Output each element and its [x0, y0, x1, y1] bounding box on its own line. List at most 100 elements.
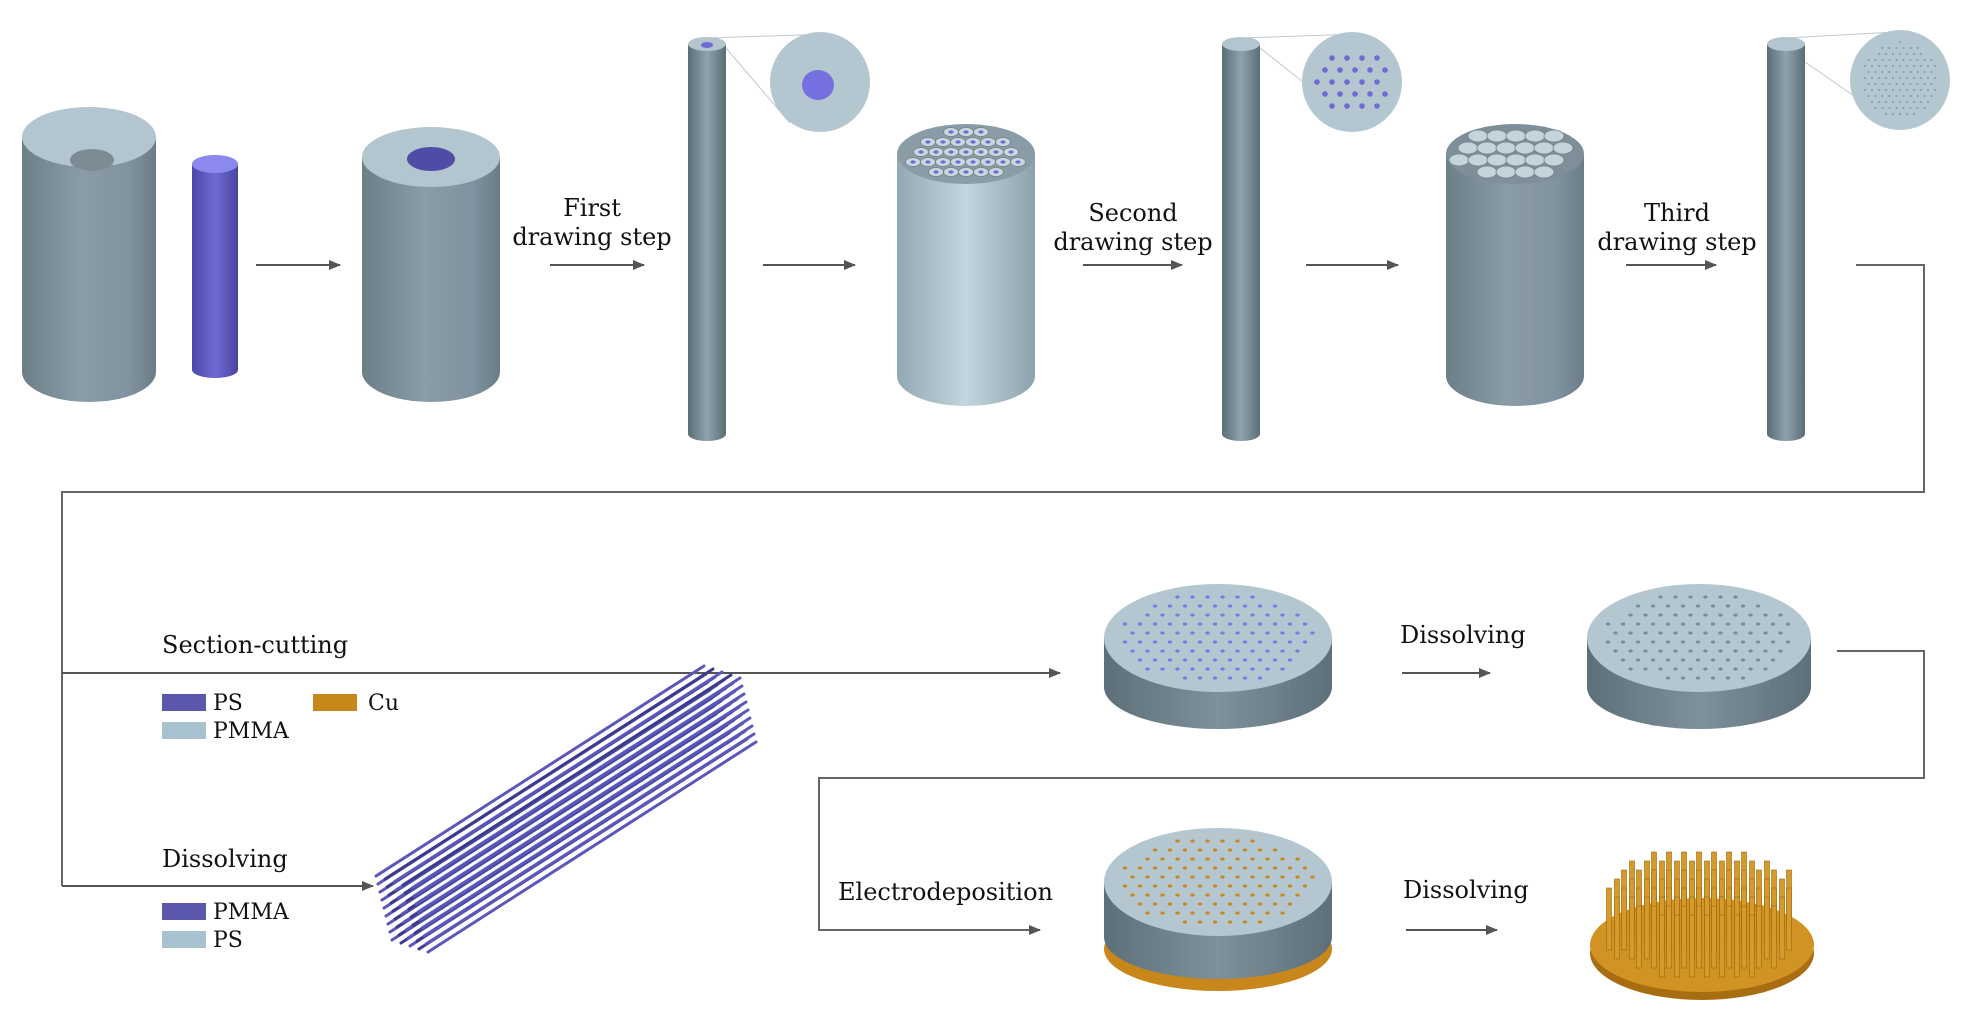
ps-dot — [1250, 631, 1255, 635]
cu-dot — [1257, 902, 1263, 906]
ps-dot — [1212, 604, 1218, 608]
cu-dot — [1265, 893, 1270, 897]
ps-dot — [1280, 649, 1285, 653]
pore-dot — [1605, 640, 1611, 644]
ps-dot — [1265, 613, 1270, 617]
ps-dot — [1874, 106, 1877, 110]
pore-dot — [1650, 640, 1656, 644]
cu-dot — [1190, 839, 1195, 843]
ps-dot — [1909, 82, 1912, 86]
ps-dot — [1130, 649, 1135, 653]
cu-dot — [1205, 839, 1210, 843]
ps-dot — [1220, 667, 1225, 671]
ps-dot — [1926, 100, 1930, 104]
bundle-rod-end — [1524, 129, 1546, 143]
ps-dot — [1902, 70, 1905, 74]
pore-dot — [1748, 667, 1753, 671]
cu-dot — [1212, 884, 1218, 888]
ps-core-dot — [925, 160, 931, 164]
cu-dot — [1242, 848, 1248, 852]
cu-dot — [1295, 857, 1300, 861]
pore-dot — [1725, 604, 1731, 608]
pore-dot — [1665, 640, 1671, 644]
ps-dot — [1175, 649, 1180, 653]
bundle-rod-end — [1533, 141, 1555, 155]
pore-dot — [1710, 640, 1716, 644]
pore-dot — [1740, 676, 1746, 680]
ps-dot — [1895, 46, 1898, 50]
ps-dot — [1190, 595, 1195, 599]
ps-dot — [1905, 112, 1909, 116]
bundle-rod-end — [1524, 153, 1546, 167]
cu-dot — [1242, 866, 1248, 870]
pore-dot — [1725, 676, 1731, 680]
ps-fiber — [422, 724, 754, 938]
cu-dot — [1302, 884, 1308, 888]
ps-dot — [1302, 622, 1308, 626]
ps-dot — [1898, 40, 1902, 44]
cu-nanowire — [1704, 914, 1710, 978]
ps-fiber-bundle — [374, 664, 758, 954]
cu-dot — [1272, 848, 1278, 852]
ps-core-dot — [948, 150, 954, 154]
ps-dot — [1182, 658, 1188, 662]
ps-dot — [1175, 667, 1180, 671]
cu-dot — [1280, 911, 1285, 915]
bundle-rod-end — [1457, 141, 1479, 155]
ps-dot — [1145, 631, 1150, 635]
cu-dot — [1190, 857, 1195, 861]
legend2-swatch-pmma — [162, 903, 206, 920]
cu-dot — [1160, 857, 1165, 861]
bundle-rod-end — [1476, 165, 1498, 179]
pore-dot — [1680, 604, 1686, 608]
pore-dot — [1718, 595, 1723, 599]
ps-core-dot — [993, 150, 999, 154]
ps-fiber — [424, 732, 756, 946]
ps-dot — [1923, 58, 1926, 62]
ps-dot — [1197, 676, 1203, 680]
pore-dot — [1635, 604, 1641, 608]
cu-dot — [1190, 893, 1195, 897]
cu-dot — [1287, 866, 1293, 870]
cu-dot — [1220, 875, 1225, 879]
pore-dot — [1778, 631, 1783, 635]
cu-nanowire — [1651, 905, 1657, 969]
pore-dot — [1740, 622, 1746, 626]
ps-dot — [1891, 112, 1895, 116]
ps-dot — [1912, 52, 1916, 56]
ps-dot — [1916, 82, 1919, 86]
cu-nanowire — [1629, 896, 1635, 960]
cu-dot — [1145, 911, 1150, 915]
ps-dot — [1242, 640, 1248, 644]
ps-core-dot — [963, 130, 969, 134]
ps-dot — [1891, 64, 1895, 68]
cu-dot — [1122, 866, 1128, 870]
ps-dot — [1898, 100, 1902, 104]
cu-dot — [1175, 839, 1180, 843]
ps-dot — [1895, 70, 1898, 74]
ps-dot — [1152, 622, 1158, 626]
ps-dot — [1895, 58, 1898, 62]
ps-dot — [1891, 88, 1895, 92]
bundle-rod-end — [1505, 153, 1527, 167]
ps-dot — [1295, 613, 1300, 617]
bundle-rod-end — [1505, 129, 1527, 143]
ps-dot — [1167, 658, 1173, 662]
ps-dot — [1898, 112, 1902, 116]
bundle-rod-end — [1486, 153, 1508, 167]
pore-dot — [1620, 622, 1626, 626]
ps-dot — [1930, 58, 1933, 62]
ps-dot — [1235, 613, 1240, 617]
ps-fiber — [392, 670, 724, 884]
ps-dot — [1182, 676, 1188, 680]
ps-dot — [1884, 100, 1888, 104]
pore-dot — [1643, 631, 1648, 635]
pore-dot — [1755, 658, 1761, 662]
ps-dot — [1867, 94, 1870, 98]
ps-dot — [1257, 676, 1263, 680]
cu-dot — [1227, 884, 1233, 888]
pore-dot — [1695, 622, 1701, 626]
label-dissolving-1: Dissolving — [1400, 621, 1526, 649]
cu-nanowire — [1756, 905, 1762, 969]
cu-dot — [1227, 920, 1233, 924]
